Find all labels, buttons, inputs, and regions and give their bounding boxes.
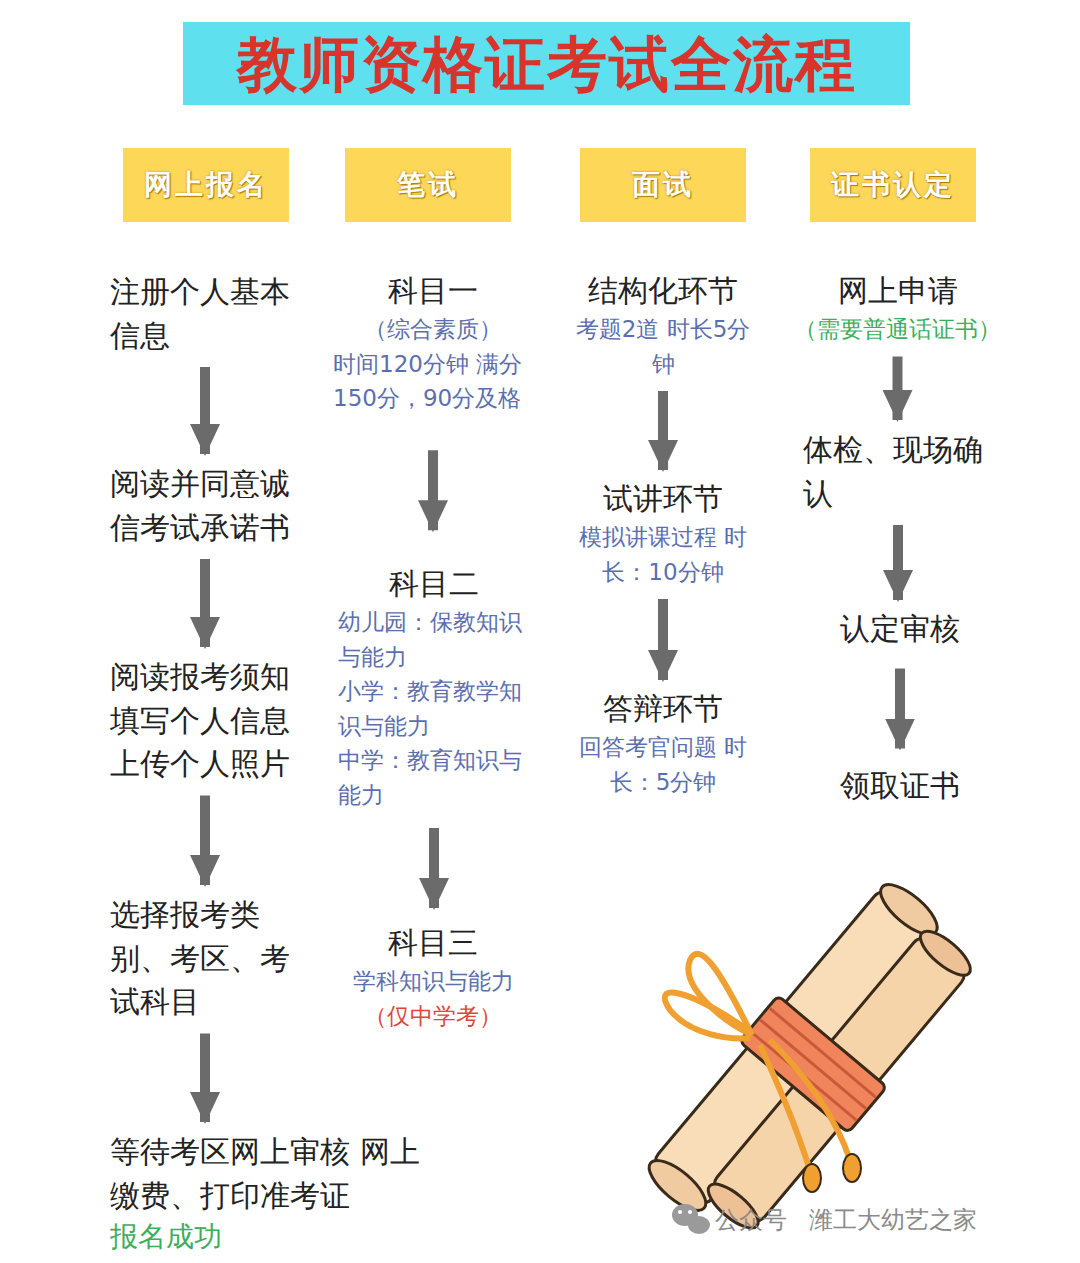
step-text: 阅读报考须知 填写个人信息 上传个人照片 [110, 655, 310, 786]
flow-arrow [893, 357, 903, 421]
exam-subject: 科目三学科知识与能力（仅中学考） [333, 922, 533, 1033]
flow-arrow [658, 599, 668, 680]
column-header: 笔试 [345, 148, 511, 222]
wechat-icon [672, 1204, 710, 1234]
node-detail: 幼儿园：保教知识与能力 [338, 605, 530, 674]
node-detail: 学科知识与能力 [333, 964, 533, 999]
interview-stage: 答辩环节回答考官问题 时长：5分钟 [568, 688, 758, 799]
flow-arrow [200, 1034, 210, 1123]
exam-subject: 科目一（综合素质）时间120分钟 满分150分，90分及格 [333, 270, 533, 416]
interview-stage: 结构化环节考题2道 时长5分钟 [568, 270, 758, 381]
flow-arrow [429, 828, 439, 908]
watermark: 潍工大幼艺之家 [809, 1204, 977, 1236]
node-label: 笔试 [397, 166, 459, 204]
node-label: 面试 [632, 166, 694, 204]
node-detail: （需要普通话证书） [780, 312, 1015, 347]
column-header: 证书认定 [810, 148, 976, 222]
cert-step: 体检、现场确认 [803, 428, 1003, 515]
exam-subject: 科目二幼儿园：保教知识与能力小学：教育教学知识与能力中学：教育知识与能力 [338, 563, 530, 812]
node-detail: （仅中学考） [333, 999, 533, 1034]
node-label: 答辩环节 [568, 688, 758, 730]
node-label: 等待考区网上审核 网上缴费、打印准考证 [110, 1130, 440, 1217]
node-detail: 时间120分钟 满分150分，90分及格 [333, 347, 533, 416]
node-label: 试讲环节 [568, 478, 758, 520]
node-detail: 小学：教育教学知识与能力 [338, 674, 530, 743]
node-detail: 考题2道 时长5分钟 [568, 312, 758, 381]
flow-arrow [428, 450, 438, 530]
step-text: 注册个人基本信息 [110, 270, 310, 357]
node-label: 证书认定 [831, 166, 955, 204]
node-label: 阅读报考须知 填写个人信息 上传个人照片 [110, 655, 310, 786]
node-label: 网上申请 [780, 270, 1015, 312]
node-label: 科目三 [333, 922, 533, 964]
title-band: 教师资格证考试全流程 [183, 22, 910, 105]
diploma-scroll [634, 870, 992, 1259]
watermark: 公众号 [715, 1204, 787, 1236]
cert-step: 认定审核 [800, 608, 1000, 650]
flow-arrow [893, 525, 903, 600]
column-header: 面试 [580, 148, 746, 222]
column-header: 网上报名 [123, 148, 289, 222]
node-label: 阅读并同意诚信考试承诺书 [110, 462, 310, 549]
node-label: 体检、现场确认 [803, 428, 1003, 515]
flow-arrow [200, 367, 210, 454]
node-label: 科目一 [333, 270, 533, 312]
node-detail: 模拟讲课过程 时长：10分钟 [568, 520, 758, 589]
node-label: 领取证书 [800, 765, 1000, 807]
node-detail: 中学：教育知识与能力 [338, 743, 530, 812]
flow-arrow [895, 669, 905, 749]
cert-step: 网上申请（需要普通话证书） [780, 270, 1015, 347]
node-label: 认定审核 [800, 608, 1000, 650]
flow-arrow [200, 796, 210, 886]
node-label: 注册个人基本信息 [110, 270, 310, 357]
flow-arrow [200, 559, 210, 647]
cert-step: 领取证书 [800, 765, 1000, 807]
step-text: 选择报考类别、考区、考试科目 [110, 893, 310, 1024]
node-label: 教师资格证考试全流程 [237, 31, 857, 97]
node-label: 网上报名 [144, 166, 268, 204]
node-label: 科目二 [338, 563, 530, 605]
node-label: 选择报考类别、考区、考试科目 [110, 893, 310, 1024]
interview-stage: 试讲环节模拟讲课过程 时长：10分钟 [568, 478, 758, 589]
node-detail: 回答考官问题 时长：5分钟 [568, 730, 758, 799]
flow-arrow [658, 391, 668, 470]
step-text: 等待考区网上审核 网上缴费、打印准考证报名成功 [110, 1130, 440, 1258]
node-detail: 报名成功 [110, 1217, 440, 1258]
node-label: 结构化环节 [568, 270, 758, 312]
node-detail: （综合素质） [333, 312, 533, 347]
step-text: 阅读并同意诚信考试承诺书 [110, 462, 310, 549]
